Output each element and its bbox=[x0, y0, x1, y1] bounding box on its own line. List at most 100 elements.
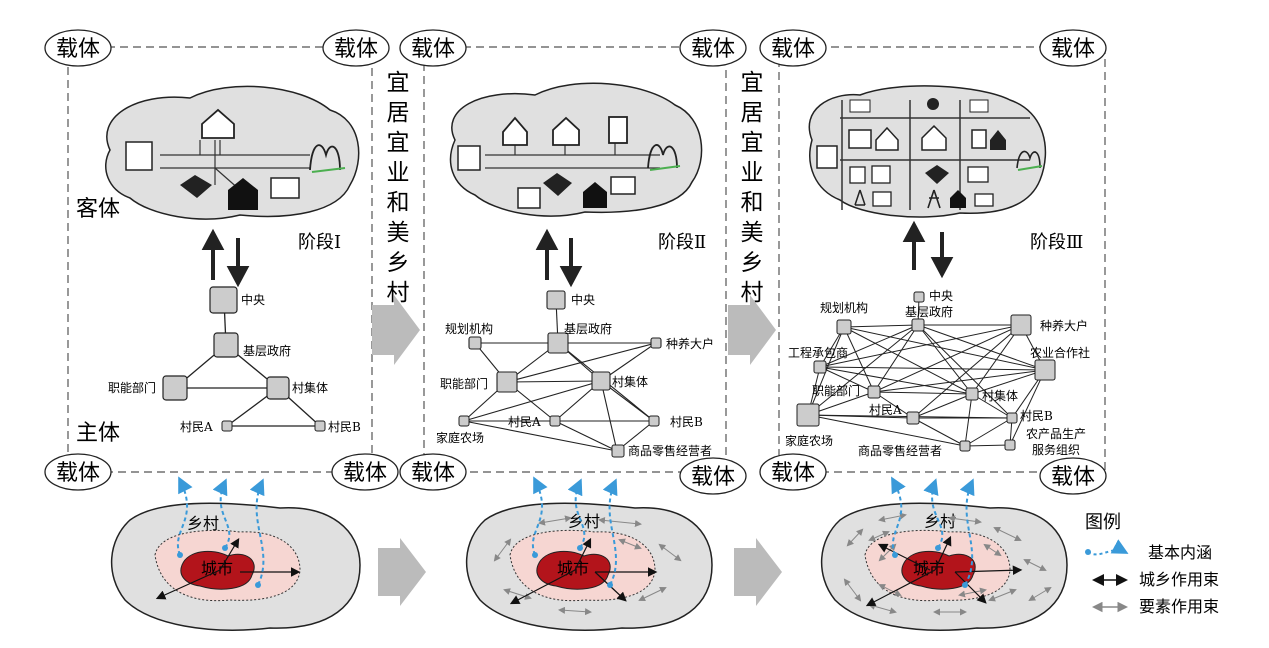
network-node bbox=[209, 286, 238, 314]
stage-label-2: 阶段Ⅱ bbox=[658, 232, 706, 253]
network-node bbox=[266, 376, 290, 400]
node-label: 商品零售经营者 bbox=[858, 443, 942, 458]
svg-text:和: 和 bbox=[387, 190, 410, 216]
shop-icon bbox=[871, 165, 891, 184]
carrier-badge: 载体 bbox=[1039, 457, 1107, 495]
node-label: 基层政府 bbox=[564, 321, 612, 336]
network-node bbox=[650, 337, 662, 349]
carrier-badge: 载体 bbox=[679, 457, 747, 495]
carrier-badge: 载体 bbox=[759, 453, 827, 491]
node-label: 商品零售经营者 bbox=[628, 443, 712, 458]
network-node bbox=[162, 375, 188, 401]
house-icon bbox=[921, 124, 947, 151]
node-label: 村民A bbox=[508, 415, 541, 429]
carrier-badge: 载体 bbox=[679, 29, 747, 67]
carrier-badge: 载体 bbox=[759, 29, 827, 67]
interaction-arrow-pair bbox=[201, 228, 250, 288]
village-label: 乡村 bbox=[924, 512, 956, 531]
network-node bbox=[796, 403, 820, 427]
carrier-badge: 载体 bbox=[399, 29, 467, 67]
farm-icon bbox=[967, 166, 989, 183]
interaction-arrow-pair bbox=[535, 228, 583, 288]
svg-text:美: 美 bbox=[741, 220, 764, 246]
svg-text:载体: 载体 bbox=[1051, 465, 1095, 490]
carrier-badges: 载体 载体 载体 载体 载体 载体 载体 载体 载体 载体 载体 载体 bbox=[44, 29, 1107, 495]
network-node bbox=[496, 371, 518, 393]
network-node bbox=[549, 415, 561, 427]
office-icon bbox=[849, 99, 871, 113]
node-label: 农业合作社 bbox=[1030, 345, 1090, 360]
node-label: 服务组织 bbox=[1032, 442, 1080, 457]
urban-rural-map-3: 乡村 城市 bbox=[821, 476, 1068, 631]
network-node bbox=[1006, 412, 1018, 424]
network-stage-2: 中央 规划机构 基层政府 种养大户 职能部门 村集体 村民A 村民B 家庭农场 … bbox=[436, 290, 714, 458]
network-node bbox=[468, 336, 482, 350]
node-label: 村民B bbox=[1020, 409, 1053, 423]
network-node bbox=[611, 444, 625, 458]
legend: 图例 基本内涵 城乡作用束 要素作用束 bbox=[1085, 512, 1219, 616]
node-label: 规划机构 bbox=[820, 300, 868, 315]
network-node bbox=[546, 290, 566, 310]
svg-text:载体: 载体 bbox=[411, 461, 455, 486]
legend-item-basic: 基本内涵 bbox=[1085, 539, 1212, 562]
node-label: 种养大户 bbox=[666, 336, 714, 351]
house-icon bbox=[201, 108, 235, 139]
node-label: 村民B bbox=[670, 415, 703, 429]
transition-arrow bbox=[378, 538, 426, 606]
power-tower-icon bbox=[927, 189, 941, 209]
node-label: 基层政府 bbox=[243, 343, 291, 358]
network-stage-3: 中央 基层政府 规划机构 种养大户 工程承包商 农业合作社 职能部门 村集体 村… bbox=[785, 288, 1090, 458]
svg-text:要素作用束: 要素作用束 bbox=[1139, 597, 1219, 616]
network-node bbox=[867, 385, 881, 399]
city-label: 城市 bbox=[201, 559, 233, 578]
field-icon bbox=[180, 175, 212, 198]
node-label: 村集体 bbox=[982, 388, 1018, 403]
farm-icon bbox=[610, 176, 636, 195]
legend-item-element: 要素作用束 bbox=[1092, 597, 1219, 616]
node-label: 职能部门 bbox=[812, 383, 860, 398]
network-node bbox=[314, 420, 326, 432]
house-icon bbox=[552, 116, 580, 146]
network-node bbox=[547, 332, 569, 354]
svg-text:宜: 宜 bbox=[387, 70, 410, 96]
svg-text:业: 业 bbox=[741, 160, 764, 186]
home-icon bbox=[583, 182, 607, 208]
svg-text:载体: 载体 bbox=[1051, 37, 1095, 62]
network-stage-1: 中央 基层政府 职能部门 村集体 村民A 村民B bbox=[108, 286, 361, 434]
frame-stage-2 bbox=[423, 46, 727, 473]
network-node bbox=[213, 332, 239, 358]
svg-text:居: 居 bbox=[387, 100, 410, 126]
frame-stage-3 bbox=[778, 46, 1106, 473]
object-cloud-1 bbox=[105, 85, 360, 220]
network-node bbox=[813, 360, 827, 374]
bank-icon bbox=[848, 129, 872, 149]
network-node bbox=[1004, 439, 1016, 451]
node-label: 中央 bbox=[571, 292, 595, 307]
urban-rural-map-1: 乡村 城市 bbox=[111, 476, 361, 631]
object-cloud-2 bbox=[449, 82, 703, 217]
carrier-badge: 载体 bbox=[44, 29, 112, 67]
mountain-icon bbox=[309, 144, 341, 171]
svg-text:业: 业 bbox=[387, 160, 410, 186]
interaction-arrows bbox=[201, 220, 954, 288]
school-icon bbox=[875, 126, 899, 151]
transition-arrow bbox=[728, 295, 776, 365]
svg-text:载体: 载体 bbox=[771, 37, 815, 62]
node-label: 村集体 bbox=[612, 374, 648, 389]
svg-text:宜: 宜 bbox=[387, 130, 410, 156]
network-node bbox=[1010, 314, 1032, 336]
shop-icon bbox=[517, 187, 541, 209]
factory-icon bbox=[969, 99, 989, 113]
building-icon bbox=[457, 145, 481, 171]
node-label: 规划机构 bbox=[445, 321, 493, 336]
stage-label-3: 阶段Ⅲ bbox=[1030, 232, 1083, 253]
svg-text:载体: 载体 bbox=[56, 461, 100, 486]
node-label: 工程承包商 bbox=[788, 345, 848, 360]
village-label: 乡村 bbox=[187, 514, 219, 533]
home-icon bbox=[228, 178, 258, 210]
node-label: 职能部门 bbox=[440, 376, 488, 391]
node-label: 家庭农场 bbox=[785, 433, 833, 448]
antenna-icon bbox=[854, 189, 866, 206]
